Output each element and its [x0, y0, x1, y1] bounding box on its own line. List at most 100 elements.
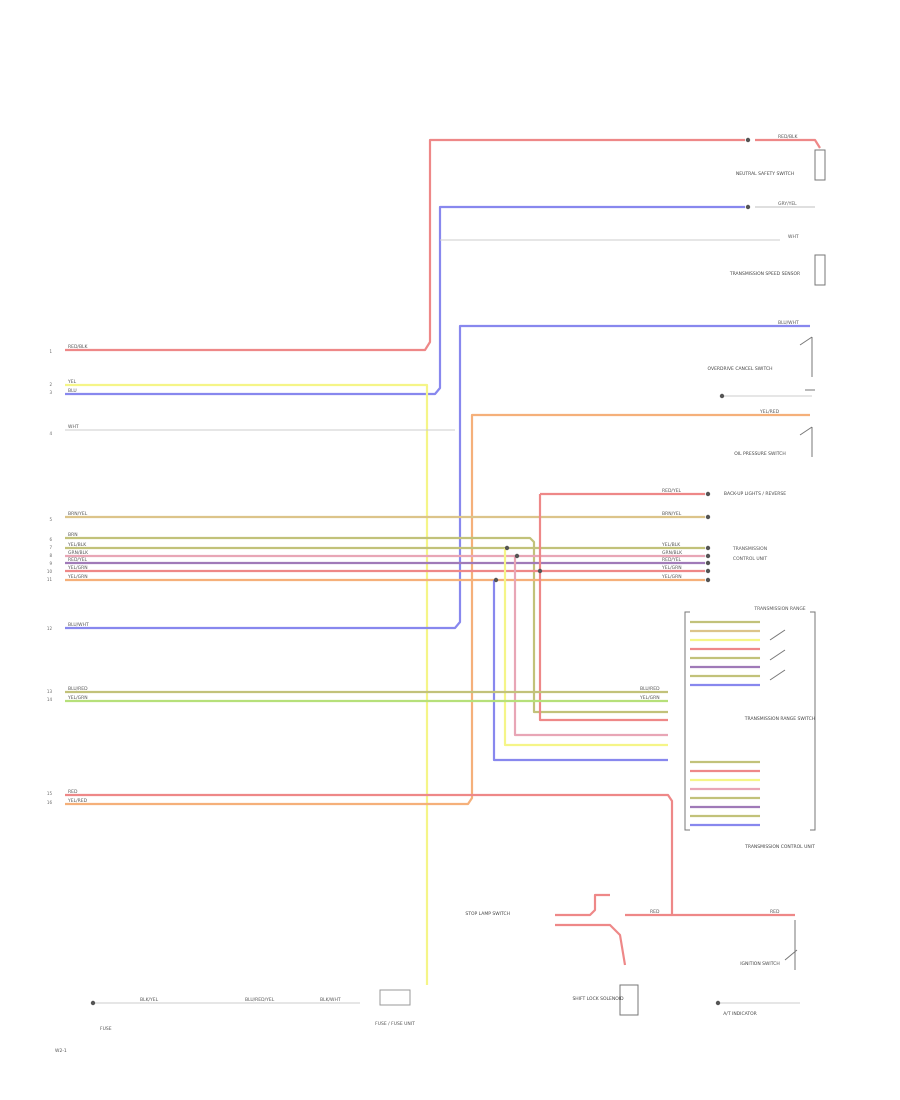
wire-label: BLU/WHT — [68, 622, 89, 628]
connector-dot — [493, 577, 499, 583]
pin-number: 4 — [49, 431, 52, 436]
connector-dot — [514, 553, 520, 559]
wires — [65, 138, 821, 1004]
component-label: STOP LAMP SWITCH — [465, 911, 510, 917]
pin-number: 15 — [47, 791, 53, 796]
connector-dot — [745, 137, 751, 143]
fuse-label: FUSE / FUSE UNIT — [375, 1021, 415, 1027]
wire-red — [65, 793, 795, 917]
pin-number: 11 — [47, 577, 53, 582]
connector-dot — [705, 577, 711, 583]
wire-label: YEL — [67, 379, 77, 385]
pin-number: 2 — [49, 382, 52, 387]
wire-label: YEL/BLK — [661, 542, 681, 548]
wire-label: YEL/GRN — [67, 565, 88, 571]
overdrive-switch-symbol — [799, 336, 815, 391]
connector-dot — [90, 1000, 96, 1006]
component-label: TRANSMISSION — [732, 546, 767, 552]
wire-blu-drop — [492, 580, 668, 762]
component-label: OVERDRIVE CANCEL SWITCH — [708, 366, 773, 372]
wire-blu-wht — [65, 324, 810, 630]
wire-label: BRN/YEL — [68, 511, 88, 517]
page-code: W2-1 — [55, 1048, 67, 1054]
component-label: SHIFT LOCK SOLENOID — [572, 996, 624, 1002]
wire-yel-drop — [503, 548, 668, 747]
shift-lock-solenoid-symbol — [619, 984, 639, 1016]
pin-number: 1 — [49, 349, 52, 354]
wire-label: YEL/GRN — [67, 695, 88, 701]
wire-label: RED — [650, 909, 660, 915]
wire-label: RED/BLK — [778, 134, 799, 140]
wire-label: RED — [770, 909, 780, 915]
speed-sensor-symbol — [814, 254, 826, 286]
wire-label: RED/YEL — [662, 557, 682, 563]
connector-dot — [719, 393, 725, 399]
tcu-bracket — [810, 611, 816, 831]
wire-label: GRN/BLK — [68, 550, 89, 556]
pin-number: 12 — [47, 626, 53, 631]
connector-dot — [705, 545, 711, 551]
component-label: TRANSMISSION CONTROL UNIT — [744, 844, 815, 850]
pin-number: 16 — [47, 800, 53, 805]
connector-dot — [705, 568, 711, 574]
wire-label: BLK/WHT — [320, 997, 341, 1003]
wire-label: RED/YEL — [68, 557, 88, 563]
connection-dots — [90, 137, 751, 1006]
wire-label: BLU/RED — [68, 686, 88, 692]
wire-red-blk-end — [755, 138, 821, 149]
connector-dot — [705, 560, 711, 566]
ignition-switch-symbol — [784, 920, 798, 970]
wire-label: YEL/RED — [759, 409, 780, 415]
wire-brn — [65, 536, 668, 714]
pin-number: 3 — [49, 390, 52, 395]
components — [379, 149, 826, 1016]
wire-label: BRN — [68, 532, 78, 538]
wire-label: BLU/RED/YEL — [245, 997, 275, 1003]
pin-number: 14 — [47, 697, 53, 702]
wire-red-ign — [555, 893, 610, 917]
connector-dot — [705, 514, 711, 520]
wire-yel — [65, 383, 429, 985]
wire-label: GRY/YEL — [778, 201, 797, 207]
wire-label: BRN/YEL — [662, 511, 682, 517]
connector-dot — [745, 204, 751, 210]
wire-label: RED — [68, 789, 78, 795]
component-label: IGNITION SWITCH — [740, 961, 780, 967]
wire-label: YEL/RED — [67, 798, 88, 804]
wire-yel-red — [65, 413, 810, 806]
pin-number: 8 — [49, 553, 52, 558]
wire-label: BLU/WHT — [778, 320, 799, 326]
wire-pink-drop — [513, 556, 668, 737]
connector-dot — [715, 1000, 721, 1006]
component-label: FUSE — [100, 1026, 112, 1032]
neutral-safety-switch-symbol — [814, 149, 826, 181]
wire-label: WHT — [788, 234, 799, 240]
component-label: CONTROL UNIT — [733, 556, 767, 562]
component-label: OIL PRESSURE SWITCH — [734, 451, 786, 457]
pin-number: 6 — [49, 537, 52, 542]
pin-number: 7 — [49, 545, 52, 550]
wire-red-ign-2 — [555, 923, 627, 966]
wire-label: BLU/RED — [640, 686, 660, 692]
component-label: BACK-UP LIGHTS / REVERSE — [724, 491, 786, 497]
component-label: TRANSMISSION RANGE SWITCH — [744, 716, 815, 722]
component-label: TRANSMISSION SPEED SENSOR — [729, 271, 800, 277]
wire-label: YEL/GRN — [639, 695, 660, 701]
wire-label: YEL/GRN — [67, 574, 88, 580]
labels: 12345678910111213141516RED/BLKRED/BLKBLU… — [47, 134, 815, 1054]
wire-label: BLU — [68, 388, 77, 394]
wire-blu — [65, 205, 745, 396]
fuse-symbol — [379, 989, 411, 1006]
connector-dot — [705, 553, 711, 559]
wire-red-blk — [65, 138, 745, 352]
component-label: NEUTRAL SAFETY SWITCH — [736, 171, 794, 177]
connector-dot — [537, 568, 543, 574]
oil-pressure-switch-symbol — [799, 426, 813, 457]
wire-label: WHT — [68, 424, 79, 430]
wire-label: YEL/GRN — [661, 565, 682, 571]
switch-contact — [769, 629, 786, 681]
component-label: A/T INDICATOR — [723, 1011, 757, 1017]
wire-label: YEL/GRN — [661, 574, 682, 580]
wire-label: RED/BLK — [68, 344, 89, 350]
